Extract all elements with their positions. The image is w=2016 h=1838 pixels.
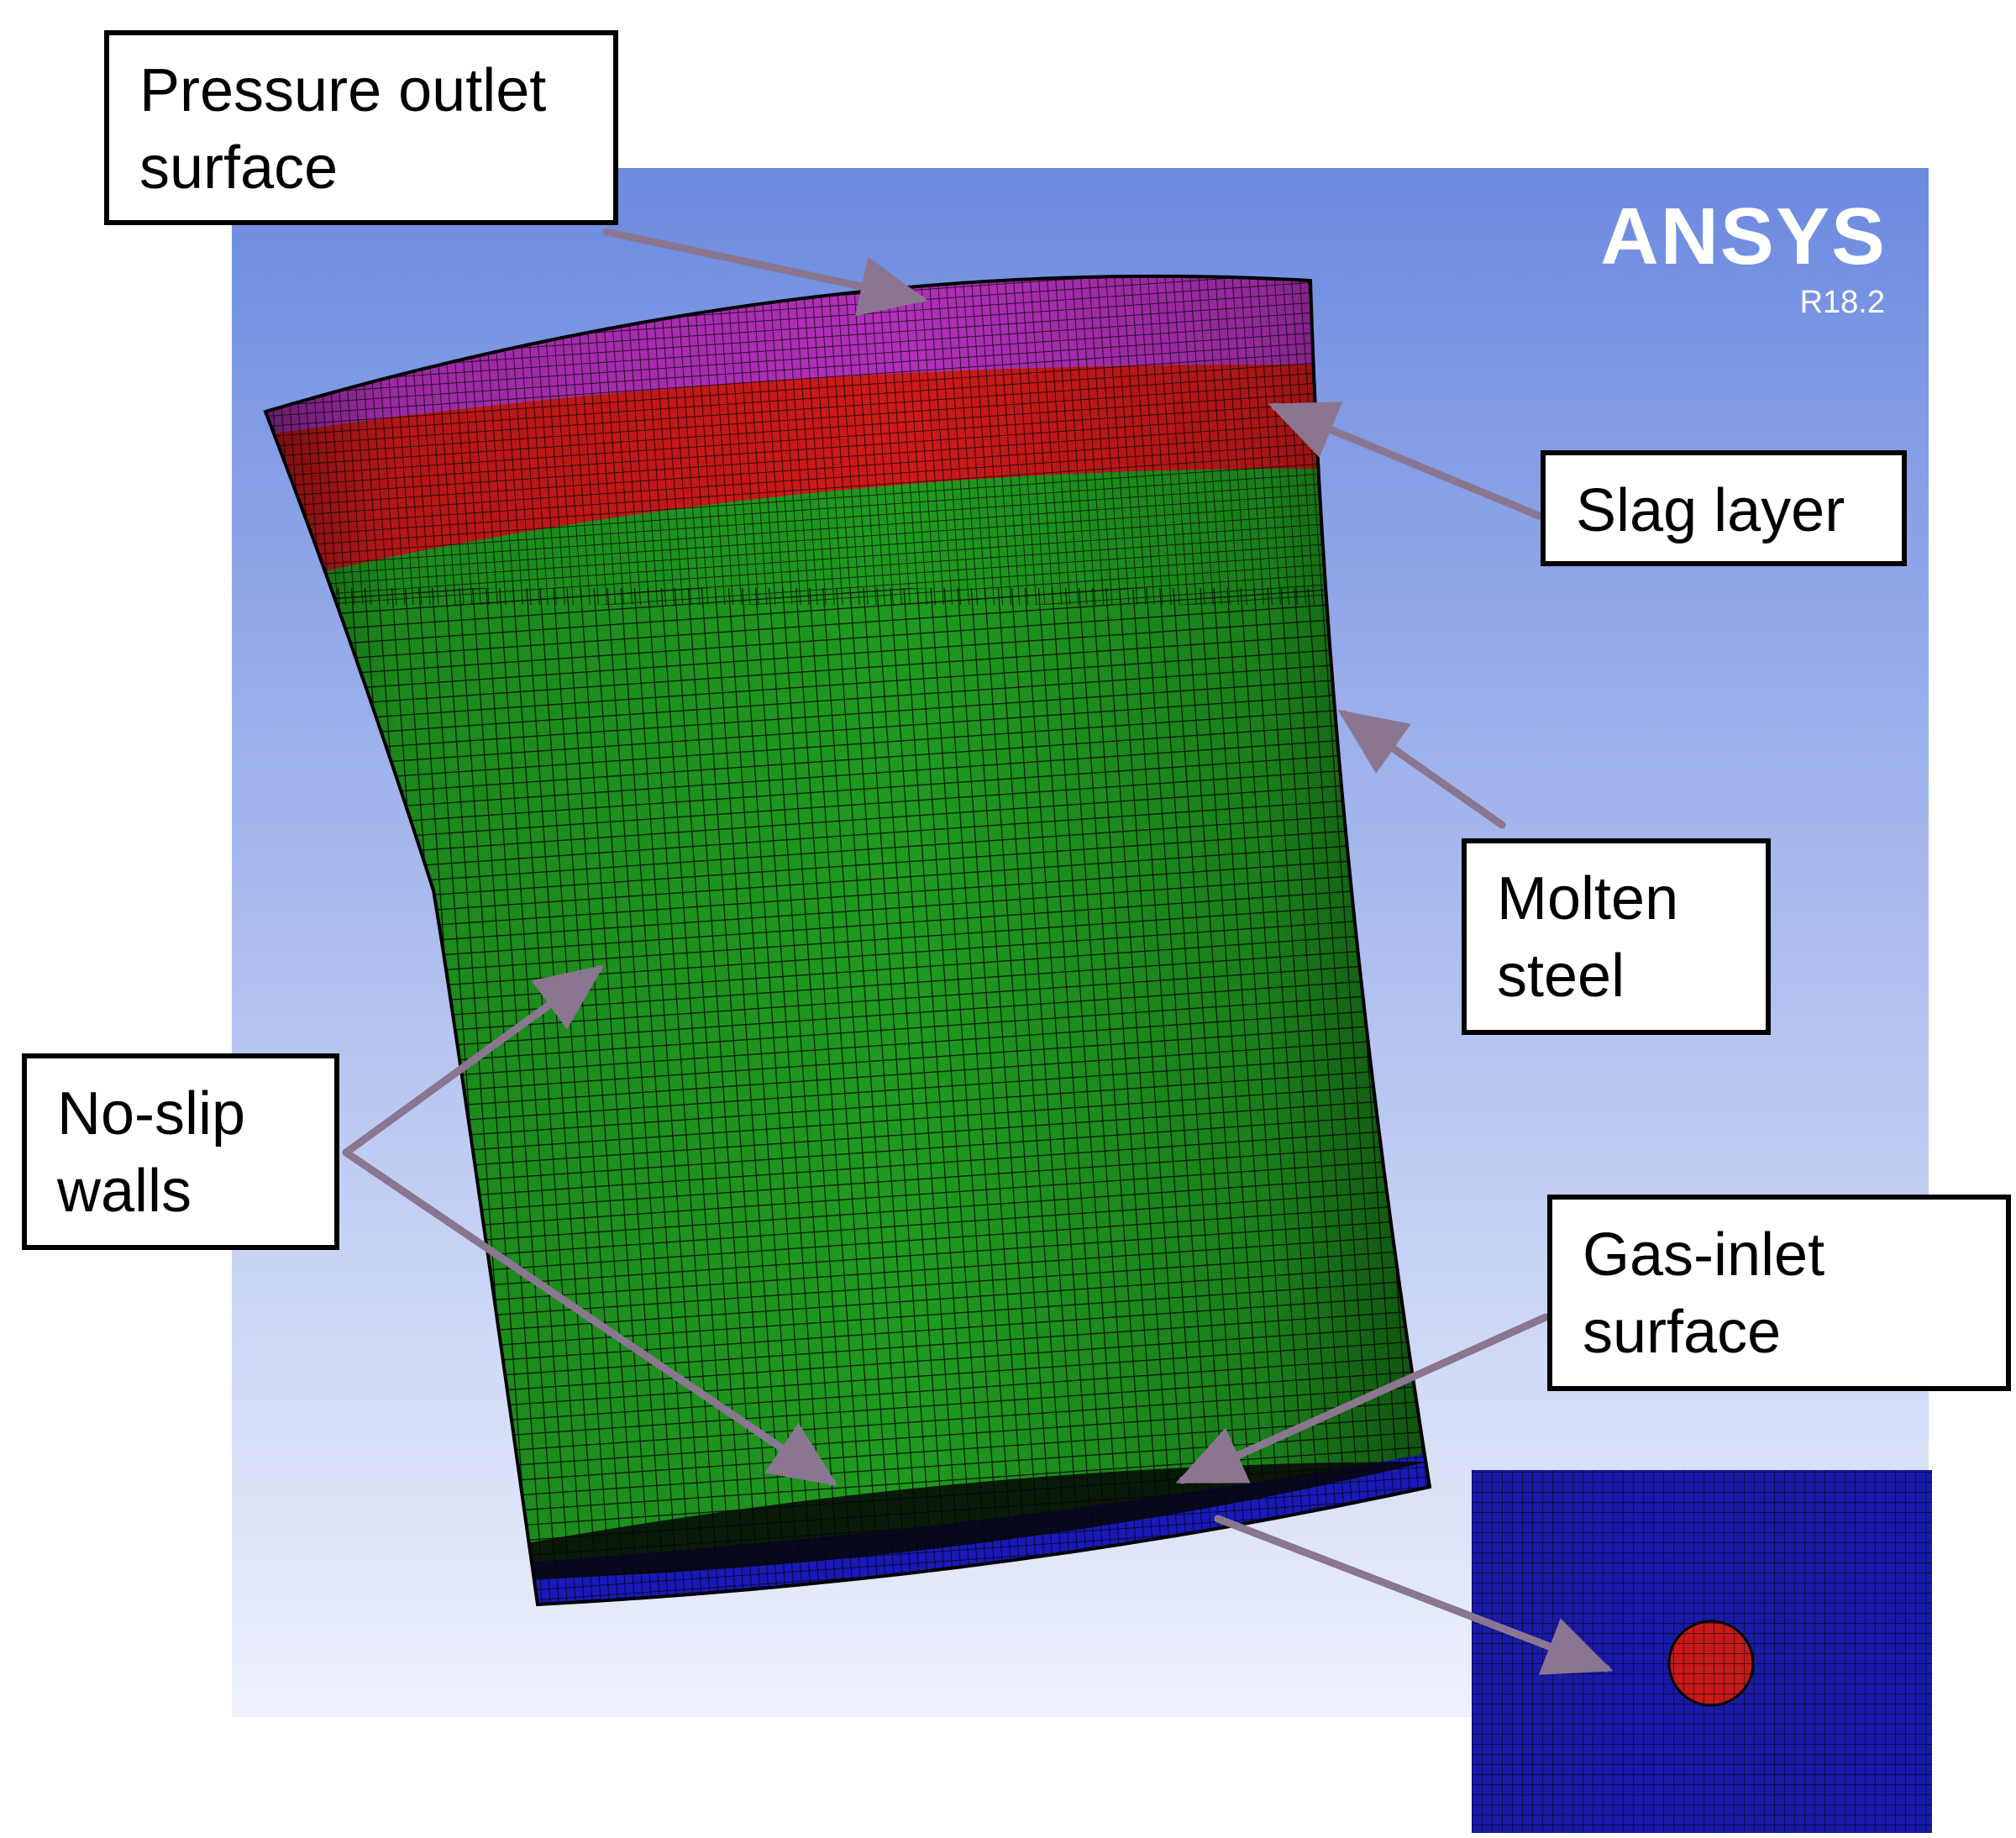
vessel-mesh: [263, 274, 1432, 1607]
arrow-molten-steel: [1337, 709, 1506, 829]
arrow-no-slip-lower: [342, 1148, 838, 1487]
gas-inlet-label: Gas-inlet surface: [1547, 1195, 2011, 1391]
molten-steel-label: Molten steel: [1462, 838, 1771, 1035]
gas-inlet-inset: [1472, 1470, 1932, 1833]
ansys-version: R18.2: [1799, 285, 1885, 320]
leader-arrows: [342, 228, 1614, 1675]
arrow-pressure-outlet: [602, 228, 928, 317]
arrow-slag-layer: [1268, 402, 1543, 520]
ansys-logo: ANSYS: [1600, 192, 1887, 281]
no-slip-walls-label: No-slip walls: [22, 1053, 339, 1250]
pressure-outlet-label: Pressure outlet surface: [104, 30, 618, 225]
arrow-no-slip-upper: [342, 964, 605, 1157]
slag-layer-label: Slag layer: [1541, 450, 1907, 566]
arrow-gas-inlet: [1175, 1313, 1550, 1484]
arrow-gas-inlet-inset: [1214, 1515, 1614, 1675]
